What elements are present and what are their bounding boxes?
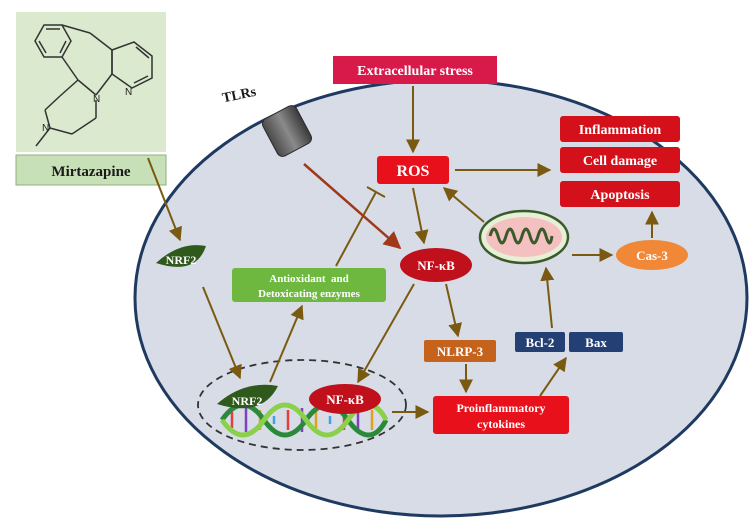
molecule-atom-n-label: N	[125, 87, 132, 98]
tlr-receptor-icon	[261, 105, 313, 157]
drug-name-box	[15, 154, 167, 186]
proinflammatory-cytokines-box	[433, 396, 569, 434]
inhibit-antioxidant-to-ros	[335, 191, 377, 267]
proinflammatory-label-line1: Proinflammatory	[456, 401, 545, 415]
nlrp3-label: NLRP-3	[437, 344, 484, 359]
inflammation-label: Inflammation	[579, 123, 662, 138]
molecule-atom-n-label: N	[93, 94, 100, 105]
drug-name: Mirtazapine	[51, 164, 130, 180]
nfkb-ellipse	[400, 248, 472, 282]
arrow-ros-to-nfkb	[412, 187, 429, 245]
apoptosis-box	[560, 181, 680, 207]
ros-box	[377, 156, 449, 184]
cell-membrane	[133, 78, 749, 518]
nrf2-label: NRF2	[166, 253, 197, 267]
nfkb-nucleus-ellipse	[309, 384, 381, 414]
molecule-structure-icon	[34, 24, 153, 147]
arrow-nrf2-to-nucleus	[202, 286, 242, 380]
arrow-bcl2-to-mito	[540, 266, 555, 329]
bcl2-box	[515, 332, 565, 352]
nrf2-nucleus-label: NRF2	[232, 394, 263, 408]
cas3-ellipse	[616, 240, 688, 270]
arrow-mito-to-ros	[442, 187, 485, 223]
arrow-nfkb-to-nlrp3	[445, 283, 462, 338]
tlrs-label: TLRs	[221, 85, 258, 107]
nrf2-leaf	[156, 245, 206, 267]
antioxidant-enzymes-box	[232, 268, 386, 302]
nfkb-label: NF-κB	[417, 258, 455, 273]
antioxidant-label-line2: Detoxicating enzymes	[258, 288, 360, 300]
arrow-cytokines-to-bcl2	[539, 356, 567, 397]
arrow-mirtazapine-to-nrf2	[147, 157, 182, 242]
molecule-atom-n-label: N	[42, 123, 49, 134]
cas3-label: Cas-3	[636, 248, 668, 263]
nlrp3-box	[424, 340, 496, 362]
extracellular-stress-box	[333, 56, 497, 84]
bcl2-label: Bcl-2	[526, 335, 555, 350]
mitochondrion-icon	[478, 209, 570, 265]
antioxidant-label-line1: Antioxidant and	[269, 273, 348, 285]
apoptosis-label: Apoptosis	[590, 188, 650, 203]
arrow-nfkb-to-nucleus	[357, 283, 415, 384]
extracellular-stress-label: Extracellular stress	[357, 64, 473, 79]
molecule-panel	[16, 12, 166, 152]
ros-label: ROS	[397, 163, 430, 180]
nfkb-nucleus-label: NF-κB	[326, 392, 364, 407]
inflammation-box	[560, 116, 680, 142]
bax-label: Bax	[585, 335, 607, 350]
nucleus-boundary	[197, 359, 407, 451]
bax-box	[569, 332, 623, 352]
arrow-nucleus-to-antioxidant	[269, 304, 304, 383]
proinflammatory-label-line2: cytokines	[477, 417, 525, 431]
arrow-tlrs-to-nfkb	[303, 163, 402, 250]
cell-damage-label: Cell damage	[583, 154, 657, 169]
cell-damage-box	[560, 147, 680, 173]
inhibit-bar	[366, 186, 386, 198]
nrf2-nucleus-leaf	[217, 384, 278, 409]
